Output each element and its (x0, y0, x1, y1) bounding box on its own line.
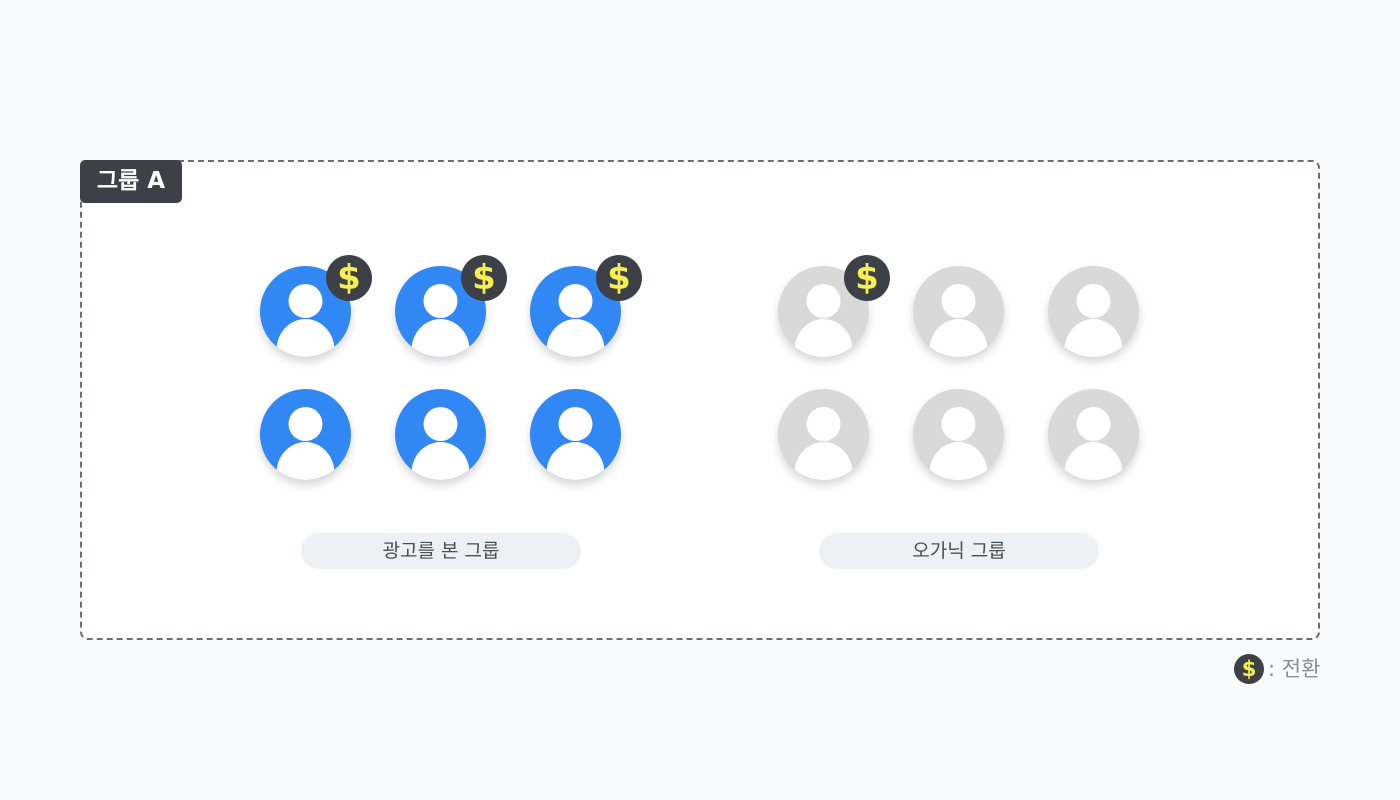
legend: $ : 전환 (1234, 654, 1324, 684)
person-icon (1048, 266, 1139, 357)
person-icon (395, 389, 486, 480)
group-a-tag: 그룹 A (80, 160, 182, 203)
dollar-coin-icon: $ (844, 255, 890, 301)
dollar-coin-icon: $ (461, 255, 507, 301)
person-icon (1048, 389, 1139, 480)
person-icon (913, 266, 1004, 357)
organic-cluster: $ (778, 255, 1140, 481)
person-icon (260, 389, 351, 480)
person-icon (778, 389, 869, 480)
person-icon (530, 266, 621, 357)
ad-viewers-cluster: $ $ $ (260, 255, 642, 481)
ad-viewers-label: 광고를 본 그룹 (301, 533, 581, 569)
legend-label: : 전환 (1268, 657, 1321, 681)
dollar-coin-icon: $ (1234, 654, 1264, 684)
dollar-coin-icon: $ (326, 255, 372, 301)
dollar-coin-icon: $ (596, 255, 642, 301)
organic-group-label: 오가닉 그룹 (819, 533, 1099, 569)
person-icon (530, 389, 621, 480)
person-icon (913, 389, 1004, 480)
